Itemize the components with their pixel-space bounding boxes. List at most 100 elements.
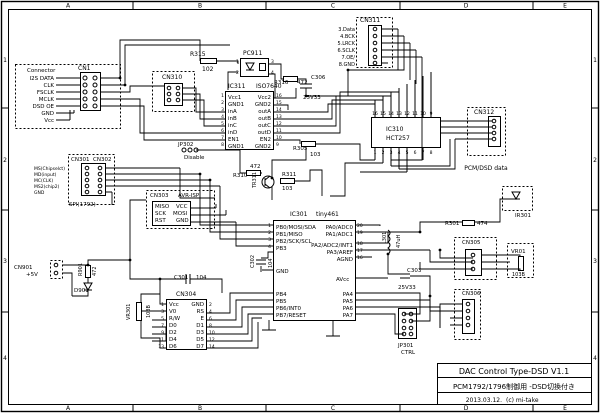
- ic311-pinnum-7: 7: [221, 135, 224, 141]
- cn304-pinnum-11: 11: [158, 337, 164, 343]
- r310-resistor: R310 472: [233, 164, 261, 179]
- ic301-pin-pb2: PB2/SCK/SCL: [276, 239, 313, 245]
- ic311-pin-en1: EN1: [228, 137, 239, 143]
- ic311-pin-inc: inC: [228, 123, 237, 129]
- author-text: (c) mi-take: [506, 397, 539, 404]
- cn304-pinnum-12: 12: [209, 337, 215, 343]
- cn304-lcd-connector: CN304 Vcc V0 R/W D0 D2 D4 D6 GND RS E D1…: [158, 291, 215, 350]
- r316-resistor: R316 472: [274, 76, 308, 86]
- ic311-pin-outb: outB: [258, 116, 271, 122]
- vr01-value: 103B: [512, 272, 526, 278]
- l301-ref: L301: [382, 232, 388, 244]
- cn302-pin-mc: MC(CLK): [34, 178, 53, 184]
- r301-resistor: R301 474: [445, 220, 488, 227]
- c303-ref: C303: [407, 268, 422, 274]
- jp302-ref: JP302: [177, 142, 193, 148]
- col-label-a-bottom: A: [66, 405, 71, 412]
- tr311-ref: TR311: [252, 172, 258, 189]
- cn304-pin-d0: D0: [169, 323, 177, 329]
- cn305-ref: CN305: [462, 240, 481, 246]
- ic301-pin-pa1: PA1/ADC1: [326, 232, 353, 238]
- cn1-pin-clk: CLK: [43, 83, 54, 89]
- ic301-pinnum-1: 1: [268, 223, 271, 229]
- ic301-pin-pa3: PA3/AREF: [327, 250, 353, 256]
- cn1-group-label: Connector: [27, 68, 56, 74]
- cn303-ref: CN303: [150, 193, 169, 199]
- cn303-pin-rst: RST: [155, 218, 166, 224]
- cn1-pin-dsd-oe: DSD OE: [32, 104, 54, 110]
- frame-column-labels: A B C D E A B C D E 1 2 3 4 1 2 3 4: [3, 3, 597, 413]
- ic301-pin-pb6: PB6/INT0: [276, 306, 302, 312]
- ic311-pinnum-8: 8: [221, 142, 224, 148]
- d901-led: D901: [74, 282, 93, 294]
- cn302-ref: CN302: [93, 157, 111, 163]
- cn311-pin-data: 3.Data: [338, 27, 355, 33]
- ir301-receiver: IR301: [502, 186, 533, 219]
- r311-value: 103: [282, 186, 293, 192]
- cn302-pin-gnd: GND: [34, 190, 45, 196]
- c302-ref: C302: [250, 255, 256, 268]
- cn1-pin-leads: [56, 77, 80, 121]
- cn304-pinnum-2: 2: [209, 302, 212, 308]
- col-label-e-top: E: [563, 3, 567, 10]
- ic301-pinnum-18: 18: [357, 241, 363, 247]
- r311-resistor: R311 103: [280, 172, 296, 192]
- cn901-ref: CN901: [14, 265, 32, 271]
- ic301-pin-pb3: PB3: [276, 246, 287, 252]
- cn306-ref: CN306: [462, 291, 481, 297]
- ic301-pin-pa0: PA0/ADC0: [326, 225, 354, 231]
- ic311-pin-outc: outC: [258, 123, 271, 129]
- cn305-connector: CN305: [454, 237, 497, 280]
- col-label-d-bottom: D: [464, 405, 469, 412]
- subtitle-text: PCM1792/1796制御用 -DSD切換付き: [453, 382, 575, 391]
- cn304-pinnum-1: 1: [161, 302, 164, 308]
- ic301-mcu: IC301 tiny461 PB0/MOSI/SDA PB1/MISO PB2/…: [268, 211, 363, 321]
- cn303-pin-sck: SCK: [155, 211, 166, 217]
- cn302-caption: SPI(1792): [69, 202, 96, 208]
- cn901-label: +5V: [26, 272, 38, 278]
- ic311-pinnum-9: 9: [276, 142, 279, 148]
- pc911-pinnum-2: 2: [236, 70, 239, 76]
- r316-ref: R316: [274, 80, 289, 86]
- ic301-pinnum-3: 3: [268, 237, 271, 243]
- cn304-pin-d2: D2: [169, 330, 177, 336]
- cn304-ref: CN304: [176, 291, 196, 298]
- cn312-connector: CN312 PCM/DSD data: [441, 107, 508, 172]
- col-label-e-bottom: E: [563, 405, 567, 412]
- wire-junctions: [86, 68, 442, 298]
- cn1-pin-fsclk: FSCLK: [37, 90, 54, 96]
- cn304-pinnum-3: 3: [161, 309, 164, 315]
- title-block: DAC Control Type-DSD V1.1 PCM1792/1796制御…: [437, 363, 592, 405]
- ic301-pin-agnd: AGND: [337, 257, 353, 263]
- c306-ref: C306: [311, 75, 326, 81]
- row-label-3-left: 3: [3, 258, 7, 265]
- c306-value: 25V33: [303, 95, 321, 101]
- cn310-connector: CN310: [152, 71, 195, 112]
- ic301-pinnum-19: 19: [357, 230, 363, 236]
- c302-value: 104: [268, 258, 274, 268]
- cn304-pinnum-6: 6: [209, 316, 212, 322]
- cn311-pin-lrck: 5.LRCK: [337, 41, 355, 47]
- ic310-ref: IC310: [386, 126, 404, 133]
- cn304-pin-gnd: GND: [191, 302, 204, 308]
- pc911-ref: PC911: [243, 50, 262, 57]
- ic301-label-gnd: GND: [276, 269, 289, 275]
- row-label-1-left: 1: [3, 57, 7, 64]
- ic301-pinnum-20: 20: [357, 223, 363, 229]
- ic311-pin-vcc2: Vcc2: [258, 95, 271, 101]
- ic311-pinnum-10: 10: [276, 135, 282, 141]
- cn304-pin-d6: D6: [169, 344, 177, 350]
- title-text: DAC Control Type-DSD V1.1: [459, 367, 569, 376]
- cn1-connector: Connector CN1 I2S DATA CLK FSCLK MCLK DS…: [15, 64, 121, 129]
- r315-value: 102: [202, 66, 214, 73]
- wiring-nets: [62, 29, 521, 349]
- col-label-b-bottom: B: [198, 405, 202, 412]
- ic301-pinnum-4: 4: [268, 244, 271, 250]
- ic301-pin-pb4: PB4: [276, 292, 287, 298]
- ic311-pin-inb: inB: [228, 116, 237, 122]
- r301-value: 474: [477, 221, 488, 227]
- cn311-connector: CN311 3.Data 4.BCK 5.LRCK 6.SCLK 7.OE/ 8…: [337, 17, 422, 68]
- jp302-jumper: JP302 Disable: [177, 142, 205, 161]
- r316-value: 472: [297, 80, 308, 86]
